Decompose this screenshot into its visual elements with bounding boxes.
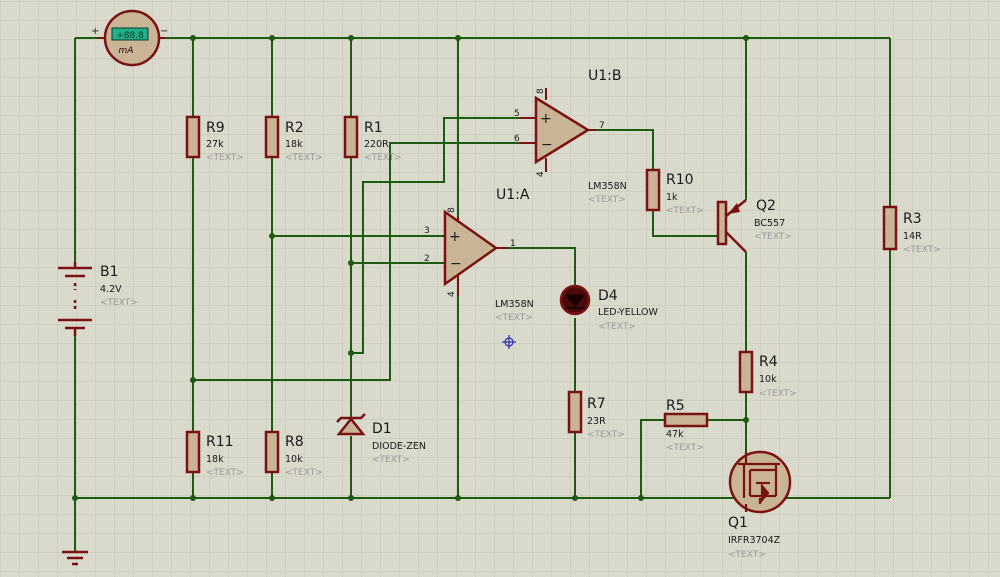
meter-display <box>111 27 149 41</box>
opamp-u1b[interactable]: + − <box>520 88 596 172</box>
b1-text-placeholder: <TEXT> <box>100 298 138 308</box>
u1b-pin-7: 7 <box>599 121 605 131</box>
u1b-pin-8: 8 <box>536 88 546 94</box>
q2-value: BC557 <box>754 218 785 229</box>
u1b-plus-sign: + <box>540 111 552 127</box>
r1-placeholder: <TEXT> <box>364 153 402 163</box>
r2-value: 18k <box>285 139 303 150</box>
d4-placeholder: <TEXT> <box>598 322 636 332</box>
u1b-pin-4: 4 <box>536 171 546 177</box>
wire-u1b-in-plus <box>351 117 520 354</box>
u1b-pin-6: 6 <box>514 134 520 144</box>
r7-value: 23R <box>587 416 606 427</box>
wires <box>74 37 891 552</box>
u1a-placeholder: <TEXT> <box>495 313 533 323</box>
battery-b1[interactable] <box>58 262 92 336</box>
d4-value: LED-YELLOW <box>598 307 658 318</box>
q1-ref: Q1 <box>728 515 748 531</box>
r10-ref: R10 <box>666 172 694 188</box>
d1-ref: D1 <box>372 421 392 437</box>
u1a-minus-sign: − <box>450 256 462 272</box>
transistor-q2[interactable] <box>716 199 747 253</box>
u1a-pin-8: 8 <box>447 207 457 213</box>
r5-placeholder: <TEXT> <box>666 443 704 453</box>
r1-value: 220R <box>364 139 389 150</box>
u1b-pin-5: 5 <box>514 109 520 119</box>
r7-body <box>567 390 583 434</box>
r1-ref: R1 <box>364 120 383 136</box>
r11-placeholder: <TEXT> <box>206 468 244 478</box>
r7-ref: R7 <box>587 396 606 412</box>
q1-value: IRFR3704Z <box>728 535 781 546</box>
r10-value: 1k <box>666 192 678 203</box>
u1b-placeholder: <TEXT> <box>588 195 626 205</box>
d1-placeholder: <TEXT> <box>372 455 410 465</box>
r11-body <box>185 430 201 474</box>
u1b-ref: U1:B <box>588 68 621 84</box>
meter-plus-terminal: + <box>91 26 99 37</box>
r7-placeholder: <TEXT> <box>587 430 625 440</box>
d4-ref: D4 <box>598 288 618 304</box>
r2-body <box>264 115 280 159</box>
r2-ref: R2 <box>285 120 304 136</box>
u1a-plus-sign: + <box>449 229 461 245</box>
ammeter[interactable]: +88.8 mA + − <box>91 9 168 67</box>
r9-body <box>185 115 201 159</box>
meter-minus-terminal: − <box>160 26 168 37</box>
mosfet-q1[interactable] <box>728 450 792 514</box>
r1-body <box>343 115 359 159</box>
u1a-ref: U1:A <box>496 187 530 203</box>
r10-placeholder: <TEXT> <box>666 206 704 216</box>
led-d4[interactable] <box>559 284 591 316</box>
b1-ref: B1 <box>100 264 119 280</box>
r2-placeholder: <TEXT> <box>285 153 323 163</box>
b1-value: 4.2V <box>100 284 122 295</box>
meter-unit: mA <box>119 46 134 56</box>
u1a-pin-1: 1 <box>510 239 516 249</box>
r9-ref: R9 <box>206 120 225 136</box>
q2-ref: Q2 <box>756 198 776 214</box>
resistor-bodies[interactable] <box>185 115 898 474</box>
zener-d1[interactable] <box>336 413 366 436</box>
r10-body <box>645 168 661 212</box>
r3-body <box>882 205 898 251</box>
r3-ref: R3 <box>903 211 922 227</box>
wire-u1b-out <box>588 129 718 237</box>
u1a-pin-4: 4 <box>447 291 457 297</box>
r4-ref: R4 <box>759 354 778 370</box>
meter-reading: +88.8 <box>116 31 144 41</box>
r8-ref: R8 <box>285 434 304 450</box>
r5-ref: R5 <box>666 398 685 414</box>
r5-body <box>663 412 709 428</box>
u1b-value: LM358N <box>588 181 627 192</box>
opamp-u1a[interactable]: + − <box>443 209 508 296</box>
r8-body <box>264 430 280 474</box>
u1b-minus-sign: − <box>541 137 553 153</box>
r9-placeholder: <TEXT> <box>206 153 244 163</box>
r4-value: 10k <box>759 374 777 385</box>
r3-value: 14R <box>903 231 922 242</box>
q1-placeholder: <TEXT> <box>728 550 766 560</box>
d1-value: DIODE-ZEN <box>372 441 426 452</box>
r11-ref: R11 <box>206 434 234 450</box>
q2-placeholder: <TEXT> <box>754 232 792 242</box>
r9-value: 27k <box>206 139 224 150</box>
u1a-pin-3: 3 <box>424 226 430 236</box>
u1a-value: LM358N <box>495 299 534 310</box>
r4-placeholder: <TEXT> <box>759 389 797 399</box>
r11-value: 18k <box>206 454 224 465</box>
u1a-pin-2: 2 <box>424 254 430 264</box>
r8-value: 10k <box>285 454 303 465</box>
r3-placeholder: <TEXT> <box>903 245 941 255</box>
wire-u1b-in-minus <box>193 142 520 381</box>
origin-marker <box>502 335 516 349</box>
ground-symbol <box>62 550 88 566</box>
r8-placeholder: <TEXT> <box>285 468 323 478</box>
wire-u1a-out <box>496 247 576 498</box>
r4-body <box>738 350 754 394</box>
wire-r5 <box>640 419 746 498</box>
r5-value: 47k <box>666 429 684 440</box>
